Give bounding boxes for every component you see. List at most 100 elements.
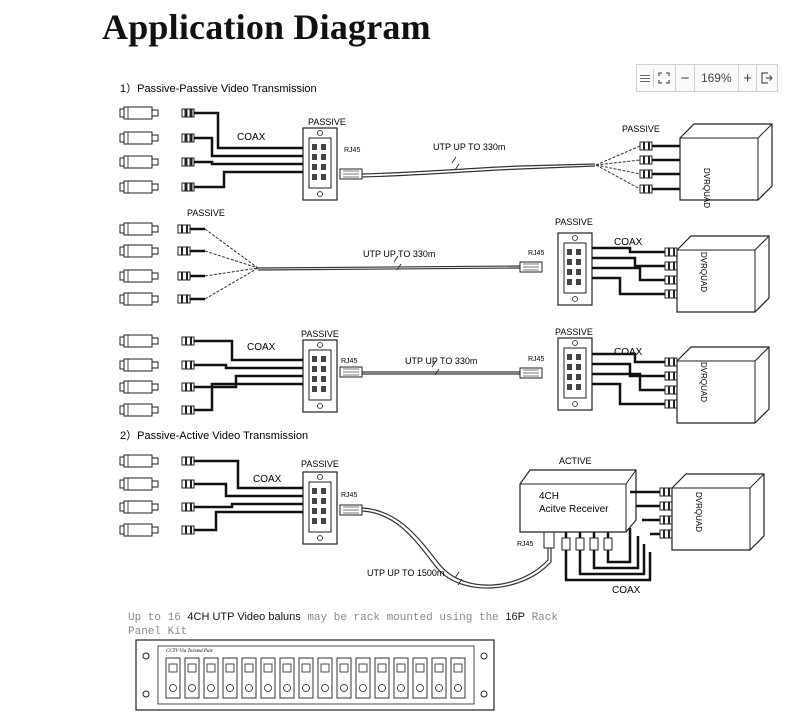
row-d-passive-label: PASSIVE (301, 459, 339, 469)
rack-module (374, 657, 390, 699)
row-b-passive-label-right: PASSIVE (555, 217, 593, 227)
row-a-passive-label-right: PASSIVE (622, 124, 660, 134)
zoom-out-button[interactable]: − (675, 65, 695, 91)
row-a-dvr (679, 123, 773, 201)
row-c-rj45-plug-right (519, 367, 543, 379)
row-a-passive-fanout (595, 145, 641, 190)
row-b-rj45-label: RJ45 (528, 250, 544, 257)
rack-module (184, 657, 200, 699)
zoom-in-button[interactable]: + (737, 65, 758, 91)
row-b-dvr (676, 235, 770, 313)
row-c-coax-cables (194, 339, 304, 412)
row-c-dvr-connectors (664, 357, 678, 409)
row-c-dvr (676, 346, 770, 424)
rack-module (450, 657, 466, 699)
zoom-toolbar: − 169% + (636, 64, 778, 92)
rack-module (393, 657, 409, 699)
row-d-receiver-line1: 4CH (539, 491, 559, 502)
rack-module (260, 657, 276, 699)
row-c-rj45-label-left: RJ45 (341, 358, 357, 365)
rack-caption-line1: Up to 16 4CH UTP Video baluns may be rac… (128, 611, 558, 624)
rack-module (241, 657, 257, 699)
row-d-coax-label: COAX (253, 474, 282, 485)
row-b-passive-fanout (204, 228, 259, 300)
rack-module (279, 657, 295, 699)
rack-module (317, 657, 333, 699)
row-d-utp-label: UTP UP TO 1500m (367, 568, 444, 578)
caption-part5: Rack (525, 612, 558, 624)
row-d-dvr-connectors (659, 487, 673, 539)
menu-icon[interactable] (637, 65, 653, 91)
row-c-cameras (119, 334, 195, 417)
rack-module (203, 657, 219, 699)
row-c-passive-label-right: PASSIVE (555, 327, 593, 337)
row-d-active-receiver (519, 469, 637, 533)
row-a-passive-label-left: PASSIVE (308, 117, 346, 127)
row-d-utp-cable (361, 507, 552, 589)
row-c-rj45-label-right: RJ45 (528, 356, 544, 363)
row-d-receiver-bnc (561, 537, 613, 551)
rack-module (431, 657, 447, 699)
exit-icon[interactable] (757, 65, 777, 91)
rack-module (222, 657, 238, 699)
row-c-utp-cable (362, 360, 520, 376)
row-d-rj45-label-right: RJ45 (517, 541, 533, 548)
row-c-coax-label-right: COAX (614, 347, 643, 358)
row-a-coax-cables (194, 111, 304, 189)
row-d-cameras (119, 454, 195, 537)
rack-module (165, 657, 181, 699)
row-d-receiver-line2: Acitve Receiver (539, 504, 609, 515)
row-a-receiver-connectors (639, 141, 680, 194)
row-d-dvr (671, 473, 765, 551)
page-title: Application Diagram (102, 7, 431, 47)
row-b-passive-label-left: PASSIVE (187, 208, 225, 218)
caption-part1: Up to 16 (128, 612, 187, 624)
rack-module (298, 657, 314, 699)
row-a-utp-cable (361, 156, 596, 178)
row-d-active-receiver-rj45 (543, 531, 555, 549)
row-d-passive-balun (302, 471, 338, 545)
row-d-rj45-plug (339, 504, 363, 516)
row-b-dvr-connectors (664, 247, 678, 299)
row-d-coax-label-bottom: COAX (612, 585, 641, 596)
row-b-utp-cable (257, 255, 521, 271)
row-b-passive-balun (557, 232, 593, 306)
rack-label: CCTV Via Twisted Pair (166, 649, 213, 654)
row-b-rj45-plug (519, 261, 543, 273)
caption-part2: 4CH UTP Video baluns (187, 611, 301, 623)
row-a-passive-balun (302, 127, 338, 201)
row-a-rj45-label: RJ45 (344, 147, 360, 154)
row-c-rj45-plug-left (339, 366, 363, 378)
caption-part4: 16P (505, 611, 525, 623)
caption-part3: may be rack mounted using the (301, 612, 506, 624)
row-c-coax-label: COAX (247, 342, 276, 353)
row-c-coax-cables-right (592, 352, 665, 406)
row-c-dvr-label: DVRQUAD (699, 362, 708, 402)
row-d-receiver-front-connectors (564, 528, 652, 582)
row-d-rj45-label-left: RJ45 (341, 492, 357, 499)
row-a-cameras (119, 106, 195, 194)
rack-caption-line2: Panel Kit (128, 626, 187, 638)
fit-screen-icon[interactable] (654, 65, 676, 91)
row-b-dvr-label: DVRQUAD (699, 252, 708, 292)
row-c-passive-balun-right (557, 337, 593, 411)
rack-module (412, 657, 428, 699)
rack-modules (165, 657, 466, 699)
row-d-active-label: ACTIVE (559, 456, 592, 466)
rack-module (355, 657, 371, 699)
row-b-cameras (119, 222, 205, 306)
row-b-coax-cables (592, 246, 665, 296)
row-a-rj45-plug (339, 168, 363, 180)
row-a-dvr-label: DVRQUAD (702, 168, 711, 208)
row-a-coax-label: COAX (237, 132, 266, 143)
rack-module (336, 657, 352, 699)
row-c-passive-label-left: PASSIVE (301, 329, 339, 339)
row-b-coax-label: COAX (614, 237, 643, 248)
row-a-utp-label: UTP UP TO 330m (433, 142, 505, 152)
row-b-utp-label: UTP UP TO 330m (363, 249, 435, 259)
row-d-dvr-cables (630, 490, 660, 536)
zoom-level: 169% (700, 71, 732, 85)
row-c-passive-balun-left (302, 339, 338, 413)
section1-title: 1）Passive-Passive Video Transmission (120, 82, 317, 95)
